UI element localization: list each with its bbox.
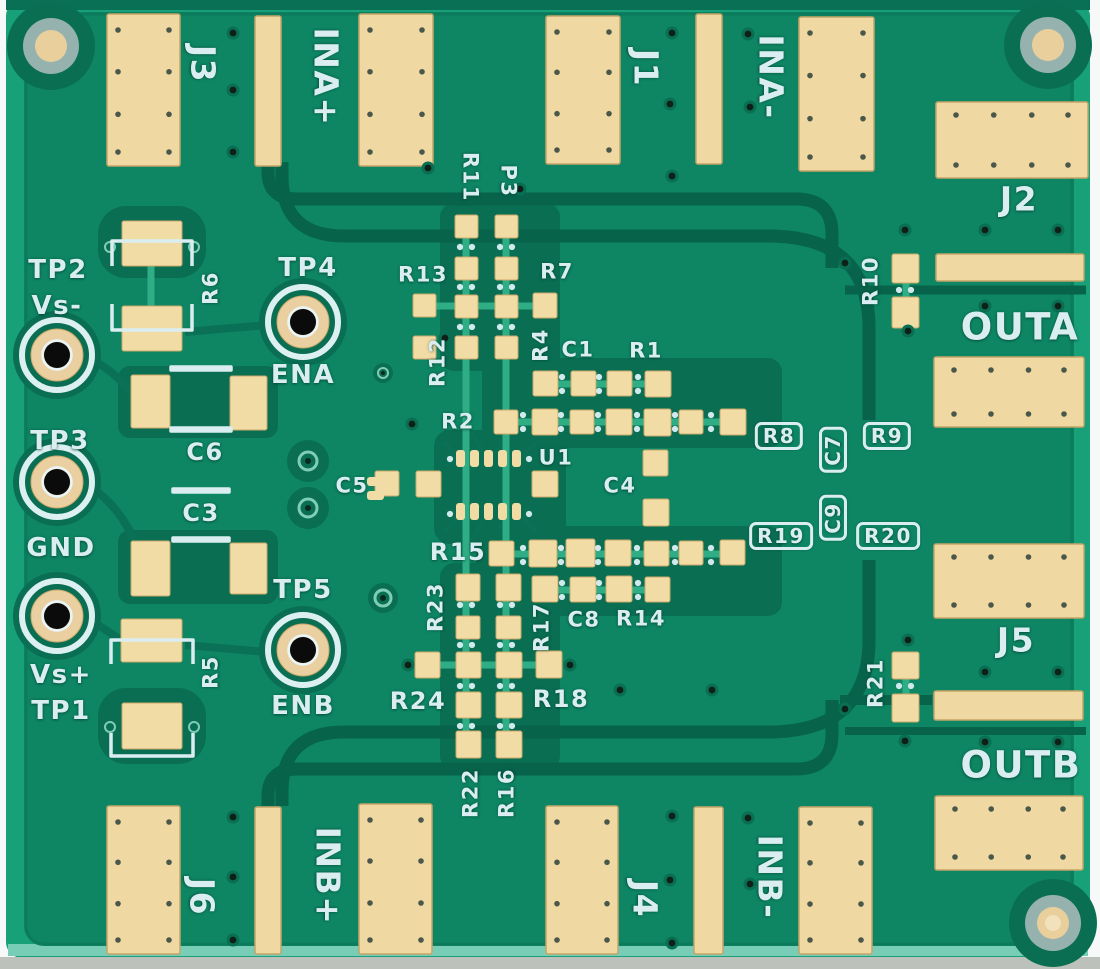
mounting-holes (7, 1, 1097, 967)
label-inb-plus: INB+ (308, 826, 348, 926)
label-r4: R4 (528, 328, 553, 362)
pad-drill-dots (115, 27, 1071, 943)
label-gnd: GND (26, 533, 96, 563)
label-j1: J1 (626, 48, 666, 88)
label-inb-minus: INB- (750, 834, 790, 920)
label-r9-boxed: R9 (862, 422, 912, 450)
label-vs-plus: Vs+ (30, 660, 92, 690)
label-r11: R11 (458, 152, 483, 202)
label-r6: R6 (198, 271, 223, 305)
label-r18: R18 (532, 685, 590, 713)
label-c7-boxed: C7 (819, 427, 847, 473)
label-ina-minus: INA- (751, 34, 791, 120)
label-tp2: TP2 (28, 255, 88, 285)
label-r16: R16 (494, 768, 519, 818)
silkscreen-outlines (109, 239, 233, 758)
label-c6: C6 (186, 438, 224, 466)
label-tp3: TP3 (30, 426, 90, 456)
silkscreen-dots (446, 243, 915, 730)
label-r12: R12 (425, 337, 450, 387)
ring-vias (104, 241, 398, 733)
label-ena: ENA (270, 360, 336, 390)
connector-pads (106, 13, 1089, 955)
label-j2: J2 (999, 179, 1039, 219)
label-c8: C8 (567, 607, 601, 632)
label-r1: R1 (629, 338, 663, 363)
smd-pads (120, 214, 920, 759)
label-outa: OUTA (960, 305, 1080, 349)
label-j4: J4 (625, 879, 665, 919)
label-j3: J3 (183, 44, 223, 84)
label-r8-boxed: R8 (754, 422, 804, 450)
vias (226, 26, 1065, 950)
label-outb: OUTB (960, 743, 1082, 787)
label-r10: R10 (858, 256, 883, 306)
label-j6: J6 (182, 877, 222, 917)
label-j5: J5 (996, 620, 1036, 660)
label-tp4: TP4 (278, 253, 338, 283)
label-u1: U1 (538, 445, 574, 470)
label-r15: R15 (429, 538, 487, 566)
label-r24: R24 (389, 687, 447, 715)
label-c1: C1 (561, 337, 595, 362)
traces-dark (261, 162, 1086, 806)
label-p3: P3 (496, 164, 521, 198)
label-r5: R5 (198, 655, 223, 689)
label-c5: C5 (335, 473, 369, 498)
label-c4: C4 (603, 473, 637, 498)
label-r14: R14 (616, 606, 666, 631)
label-r7: R7 (540, 259, 574, 284)
label-r13: R13 (398, 262, 448, 287)
label-r23: R23 (423, 582, 448, 632)
label-r20-boxed: R20 (856, 522, 920, 550)
label-ina-plus: INA+ (306, 27, 346, 127)
label-enb: ENB (271, 691, 335, 721)
label-r2: R2 (441, 409, 475, 434)
test-point-rings (13, 278, 347, 694)
u1-footprint-pads (367, 450, 521, 520)
label-c3: C3 (182, 499, 220, 527)
label-r19-boxed: R19 (749, 522, 813, 550)
label-tp1: TP1 (31, 696, 91, 726)
label-tp5: TP5 (273, 575, 333, 605)
label-c9-boxed: C9 (819, 495, 847, 541)
label-r21: R21 (863, 658, 888, 708)
label-r17: R17 (529, 602, 554, 652)
label-vs-minus: Vs- (31, 291, 83, 321)
label-r22: R22 (458, 768, 483, 818)
